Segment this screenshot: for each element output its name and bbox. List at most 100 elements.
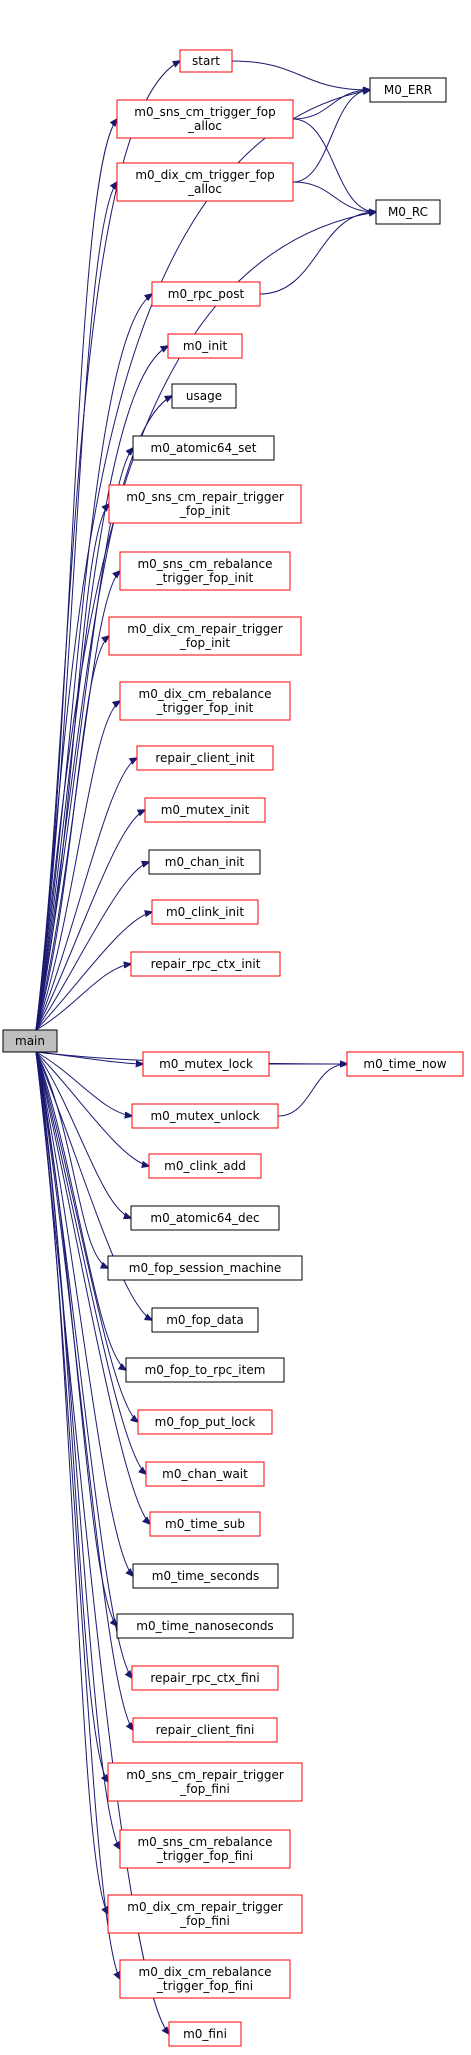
node-sns-rebal-init[interactable]: m0_sns_cm_rebalance_trigger_fop_init <box>119 551 291 591</box>
node-label: m0_mutex_init <box>161 803 250 817</box>
node-dix-trig-alloc[interactable]: m0_dix_cm_trigger_fop_alloc <box>116 162 294 202</box>
node-label: m0_fop_to_rpc_item <box>145 1363 266 1377</box>
node-label: m0_sns_cm_repair_trigger <box>126 1768 284 1782</box>
node-box <box>179 49 233 73</box>
node-box <box>151 899 259 925</box>
node-clink-init[interactable]: m0_clink_init <box>151 899 259 925</box>
node-box <box>119 551 291 591</box>
edge-main-to-time-seconds <box>35 1051 133 1576</box>
node-label: m0_fini <box>183 2027 227 2041</box>
node-rpc-ctx-fini[interactable]: repair_rpc_ctx_fini <box>131 1665 279 1691</box>
node-start[interactable]: start <box>179 49 233 73</box>
edge-main-to-chan-wait <box>35 1051 146 1474</box>
node-sns-trig-alloc[interactable]: m0_sns_cm_trigger_fop_alloc <box>116 99 294 139</box>
node-atomic64-set[interactable]: m0_atomic64_set <box>132 435 275 461</box>
node-fop-session-machine[interactable]: m0_fop_session_machine <box>107 1255 303 1281</box>
edge-main-to-chan-init <box>35 862 149 1031</box>
node-label: _alloc <box>187 182 222 196</box>
node-dix-rebal-init[interactable]: m0_dix_cm_rebalance_trigger_fop_init <box>119 681 291 721</box>
node-m0-rc[interactable]: M0_RC <box>375 199 441 225</box>
edge-sns-trig-alloc-to-m0-rc <box>292 118 376 212</box>
node-box <box>136 745 274 771</box>
node-label: m0_sns_cm_trigger_fop <box>134 105 275 119</box>
node-fop-data[interactable]: m0_fop_data <box>151 1307 259 1333</box>
node-box <box>130 1205 280 1231</box>
edge-main-to-dix-repair-init <box>35 636 109 1031</box>
node-m0-err[interactable]: M0_ERR <box>369 77 447 103</box>
edge-sns-trig-alloc-to-m0-err <box>292 90 370 120</box>
node-label: repair_client_fini <box>156 1723 255 1737</box>
node-label: M0_ERR <box>384 83 432 97</box>
node-sns-repair-init[interactable]: m0_sns_cm_repair_trigger_fop_init <box>108 484 302 524</box>
edge-main-to-m0-init <box>35 346 168 1031</box>
node-sns-rebal-fini[interactable]: m0_sns_cm_rebalance_trigger_fop_fini <box>119 1829 291 1869</box>
node-label: m0_dix_cm_rebalance <box>139 687 272 701</box>
node-label: _fop_init <box>179 636 230 650</box>
node-clink-add[interactable]: m0_clink_add <box>148 1153 262 1179</box>
edge-dix-trig-alloc-to-m0-rc <box>292 181 376 212</box>
edge-main-to-repair-client-init <box>35 758 137 1031</box>
node-box <box>119 1959 291 1999</box>
node-label: m0_time_sub <box>165 1517 245 1531</box>
node-m0-init[interactable]: m0_init <box>167 333 243 359</box>
node-label: m0_time_now <box>363 1057 446 1071</box>
edge-main-to-mutex-unlock <box>35 1051 132 1116</box>
node-time-nanoseconds[interactable]: m0_time_nanoseconds <box>116 1613 294 1639</box>
node-label: m0_dix_cm_rebalance <box>139 1965 272 1979</box>
edge-main-to-fop-put-lock <box>35 1051 138 1422</box>
node-repair-client-fini[interactable]: repair_client_fini <box>132 1717 278 1743</box>
node-time-seconds[interactable]: m0_time_seconds <box>132 1563 279 1589</box>
node-box <box>119 1829 291 1869</box>
node-dix-repair-init[interactable]: m0_dix_cm_repair_trigger_fop_init <box>108 616 302 656</box>
node-rpc-ctx-init[interactable]: repair_rpc_ctx_init <box>130 951 281 977</box>
node-dix-rebal-fini[interactable]: m0_dix_cm_rebalance_trigger_fop_fini <box>119 1959 291 1999</box>
node-box <box>375 199 441 225</box>
node-box <box>2 1029 58 1053</box>
node-box <box>151 281 261 307</box>
node-label: repair_client_init <box>155 751 255 765</box>
edge-main-to-fop-to-rpc-item <box>35 1051 126 1370</box>
node-box <box>346 1051 464 1077</box>
node-main[interactable]: main <box>2 1029 58 1053</box>
node-sns-repair-fini[interactable]: m0_sns_cm_repair_trigger_fop_fini <box>107 1762 303 1802</box>
node-time-now[interactable]: m0_time_now <box>346 1051 464 1077</box>
node-box <box>167 333 243 359</box>
node-dix-repair-fini[interactable]: m0_dix_cm_repair_trigger_fop_fini <box>107 1894 303 1934</box>
node-box <box>151 1307 259 1333</box>
edge-main-to-dix-trig-alloc <box>35 182 117 1031</box>
node-label: main <box>15 1034 45 1048</box>
node-label: _fop_fini <box>179 1914 230 1928</box>
node-box <box>107 1762 303 1802</box>
node-chan-wait[interactable]: m0_chan_wait <box>145 1461 265 1487</box>
node-mutex-lock[interactable]: m0_mutex_lock <box>142 1051 270 1077</box>
node-label: _trigger_fop_fini <box>156 1849 253 1863</box>
node-box <box>149 1511 261 1537</box>
node-time-sub[interactable]: m0_time_sub <box>149 1511 261 1537</box>
edge-main-to-fop-session-machine <box>35 1051 108 1268</box>
node-mutex-init[interactable]: m0_mutex_init <box>144 797 266 823</box>
node-usage[interactable]: usage <box>171 383 237 409</box>
node-box <box>107 1255 303 1281</box>
node-box <box>108 616 302 656</box>
edge-main-to-usage <box>35 396 172 1031</box>
node-label: m0_time_seconds <box>152 1569 259 1583</box>
edge-main-to-dix-rebal-fini <box>35 1051 120 1979</box>
node-atomic64-dec[interactable]: m0_atomic64_dec <box>130 1205 280 1231</box>
node-m0-fini[interactable]: m0_fini <box>168 2021 242 2047</box>
node-label: m0_time_nanoseconds <box>136 1619 273 1633</box>
edge-main-to-m0-rc <box>35 212 376 1031</box>
node-mutex-unlock[interactable]: m0_mutex_unlock <box>131 1103 279 1129</box>
node-repair-client-init[interactable]: repair_client_init <box>136 745 274 771</box>
node-label: repair_rpc_ctx_fini <box>150 1671 259 1685</box>
node-rpc-post[interactable]: m0_rpc_post <box>151 281 261 307</box>
node-fop-to-rpc-item[interactable]: m0_fop_to_rpc_item <box>125 1357 285 1383</box>
edge-main-to-sns-repair-init <box>35 504 109 1031</box>
node-label: m0_mutex_lock <box>159 1057 253 1071</box>
node-label: m0_sns_cm_rebalance <box>137 1835 272 1849</box>
node-label: m0_fop_session_machine <box>129 1261 282 1275</box>
node-box <box>144 797 266 823</box>
node-chan-init[interactable]: m0_chan_init <box>148 849 261 875</box>
node-box <box>148 849 261 875</box>
node-label: m0_chan_wait <box>162 1467 248 1481</box>
node-fop-put-lock[interactable]: m0_fop_put_lock <box>137 1409 273 1435</box>
